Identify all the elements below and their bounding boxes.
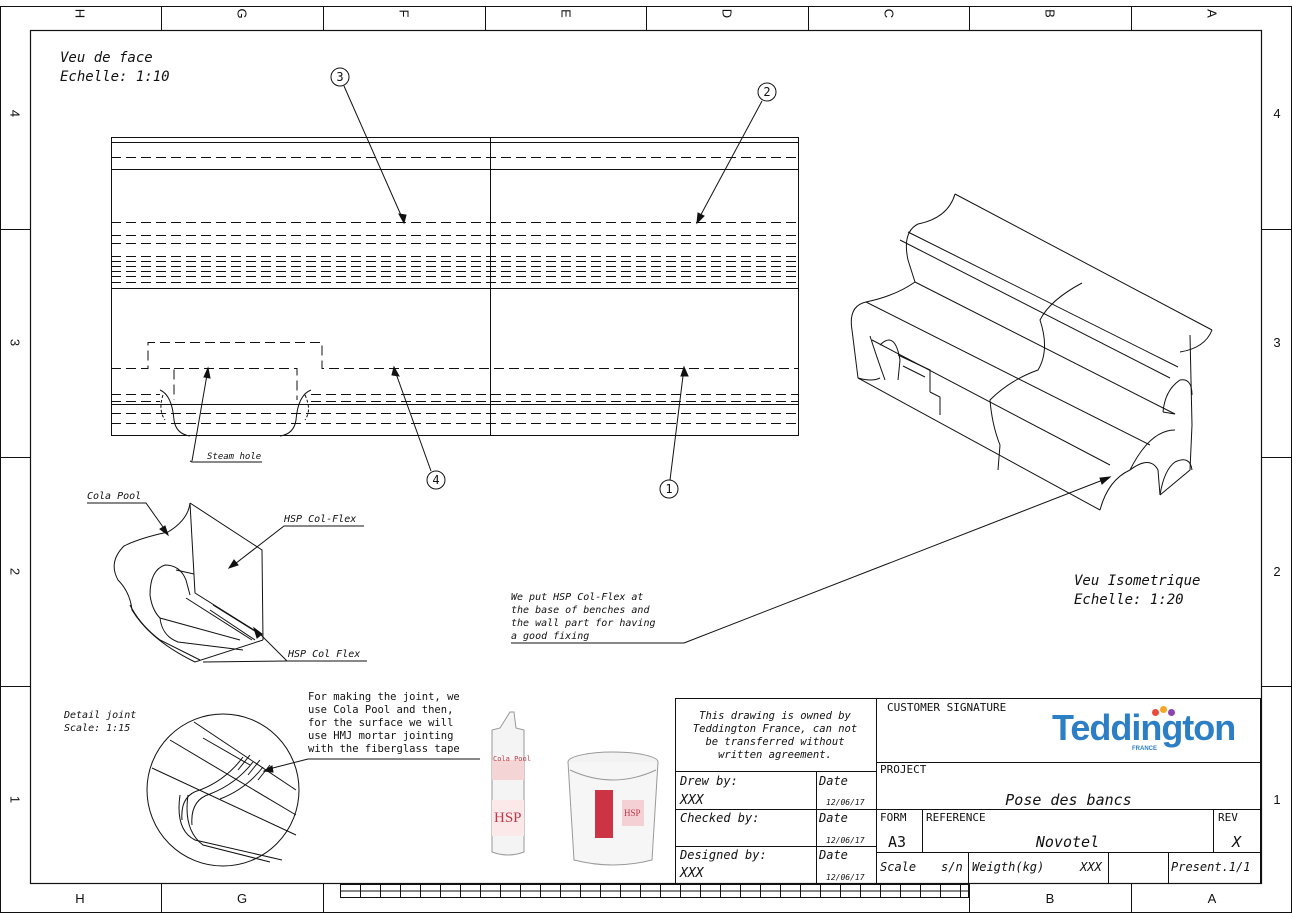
zone-col-top-f: F <box>396 9 412 18</box>
checked-by-label: Checked by: <box>680 811 760 825</box>
company-name: Teddington <box>1052 707 1236 748</box>
inner-frame <box>29 29 1263 885</box>
designed-by-label: Designed by: <box>680 848 767 862</box>
weight-value: XXX <box>1080 860 1102 874</box>
teddington-logo: Teddington FRANCE <box>1052 706 1242 758</box>
zone-row-left-4: 4 <box>7 109 23 118</box>
zone-col-bottom-h: H <box>75 891 85 906</box>
reference-label: REFERENCE <box>926 811 986 824</box>
date-label-2: Date <box>819 811 848 825</box>
zone-col-bottom-b: B <box>1045 891 1055 906</box>
front-view-scale: Echelle: 1:10 <box>60 69 170 85</box>
cartridge-logo: HSP <box>494 810 522 826</box>
project-value: Pose des bancs <box>1005 791 1132 809</box>
zone-row-right-2: 2 <box>1273 564 1281 579</box>
joint-detail-scale: Scale: 1:15 <box>64 723 131 734</box>
zone-col-top-a: A <box>1204 9 1220 18</box>
iso-leader <box>511 477 1109 644</box>
steam-hole-label: Steam hole <box>207 452 262 462</box>
balloon-1: 1 <box>665 482 673 496</box>
isometric-view <box>850 193 1213 511</box>
iso-view-title: Veu Isometrique <box>1074 573 1201 589</box>
form-value: A3 <box>888 833 907 851</box>
scale-label: Scale <box>880 860 917 874</box>
title-block-lines <box>675 698 1261 884</box>
date-value-1: 12/06/17 <box>826 798 865 807</box>
customer-signature-label: CUSTOMER SIGNATURE <box>887 701 1007 714</box>
zone-col-top-h: H <box>72 8 88 19</box>
rev-label: REV <box>1218 811 1238 824</box>
date-label-3: Date <box>819 848 848 862</box>
date-value-2: 12/06/17 <box>826 836 865 845</box>
front-view-title: Veu de face <box>60 50 153 66</box>
iso-view-scale: Echelle: 1:20 <box>1074 592 1184 608</box>
component-detail-view <box>87 502 367 663</box>
logo-dot-orange <box>1160 706 1167 713</box>
zone-row-left-2: 2 <box>7 567 23 576</box>
form-label: FORM <box>880 811 907 824</box>
designed-by-value: XXX <box>680 866 704 881</box>
drew-by-value: XXX <box>680 793 704 808</box>
zone-row-right-1: 1 <box>1273 792 1281 807</box>
bucket-illustration <box>567 751 659 866</box>
label-col-flex-bottom: HSP Col Flex <box>288 649 361 660</box>
label-col-flex-top: HSP Col-Flex <box>284 514 357 525</box>
zone-row-left-3: 3 <box>7 338 23 347</box>
rev-value: X <box>1232 833 1242 851</box>
joint-detail-title: Detail joint <box>64 710 137 721</box>
date-label-1: Date <box>819 774 848 788</box>
front-view-leaders <box>189 67 777 499</box>
cartridge-illustration <box>491 711 525 856</box>
balloon-2: 2 <box>763 85 771 99</box>
zone-col-bottom-g: G <box>236 891 248 906</box>
drew-by-label: Drew by: <box>680 774 738 788</box>
balloon-4: 4 <box>432 473 440 487</box>
joint-detail-view <box>146 713 480 867</box>
zone-col-top-e: E <box>558 9 574 18</box>
cartridge-brand: Cola Pool <box>493 755 531 763</box>
company-sub: FRANCE <box>1132 746 1157 752</box>
zone-row-right-4: 4 <box>1273 106 1281 121</box>
front-view <box>111 137 799 437</box>
zone-col-top-g: G <box>234 8 250 19</box>
present-label: Present.1/1 <box>1171 860 1251 874</box>
logo-dot-red <box>1152 709 1159 716</box>
bottom-ruler <box>340 884 969 898</box>
zone-row-right-3: 3 <box>1273 335 1281 350</box>
bucket-logo: HSP <box>624 808 641 818</box>
zone-col-top-c: C <box>881 8 897 19</box>
logo-dot-purple <box>1168 709 1175 716</box>
zone-row-left-1: 1 <box>7 795 23 804</box>
ownership-notice: This drawing is owned by Teddington Fran… <box>692 710 858 761</box>
date-value-3: 12/06/17 <box>826 873 865 882</box>
reference-value: Novotel <box>1035 833 1100 851</box>
note-fixing: We put HSP Col-Flex at the base of bench… <box>511 592 656 642</box>
scale-value: s/n <box>941 860 963 874</box>
label-cola-pool: Cola Pool <box>87 491 142 502</box>
zone-col-bottom-a: A <box>1207 891 1217 906</box>
zone-col-top-b: B <box>1042 9 1058 18</box>
weight-label: Weigth(kg) <box>972 860 1045 874</box>
balloon-3: 3 <box>336 70 344 84</box>
joint-note: For making the joint, we use Cola Pool a… <box>308 691 460 755</box>
project-label: PROJECT <box>880 763 927 776</box>
zone-col-top-d: D <box>719 8 735 19</box>
